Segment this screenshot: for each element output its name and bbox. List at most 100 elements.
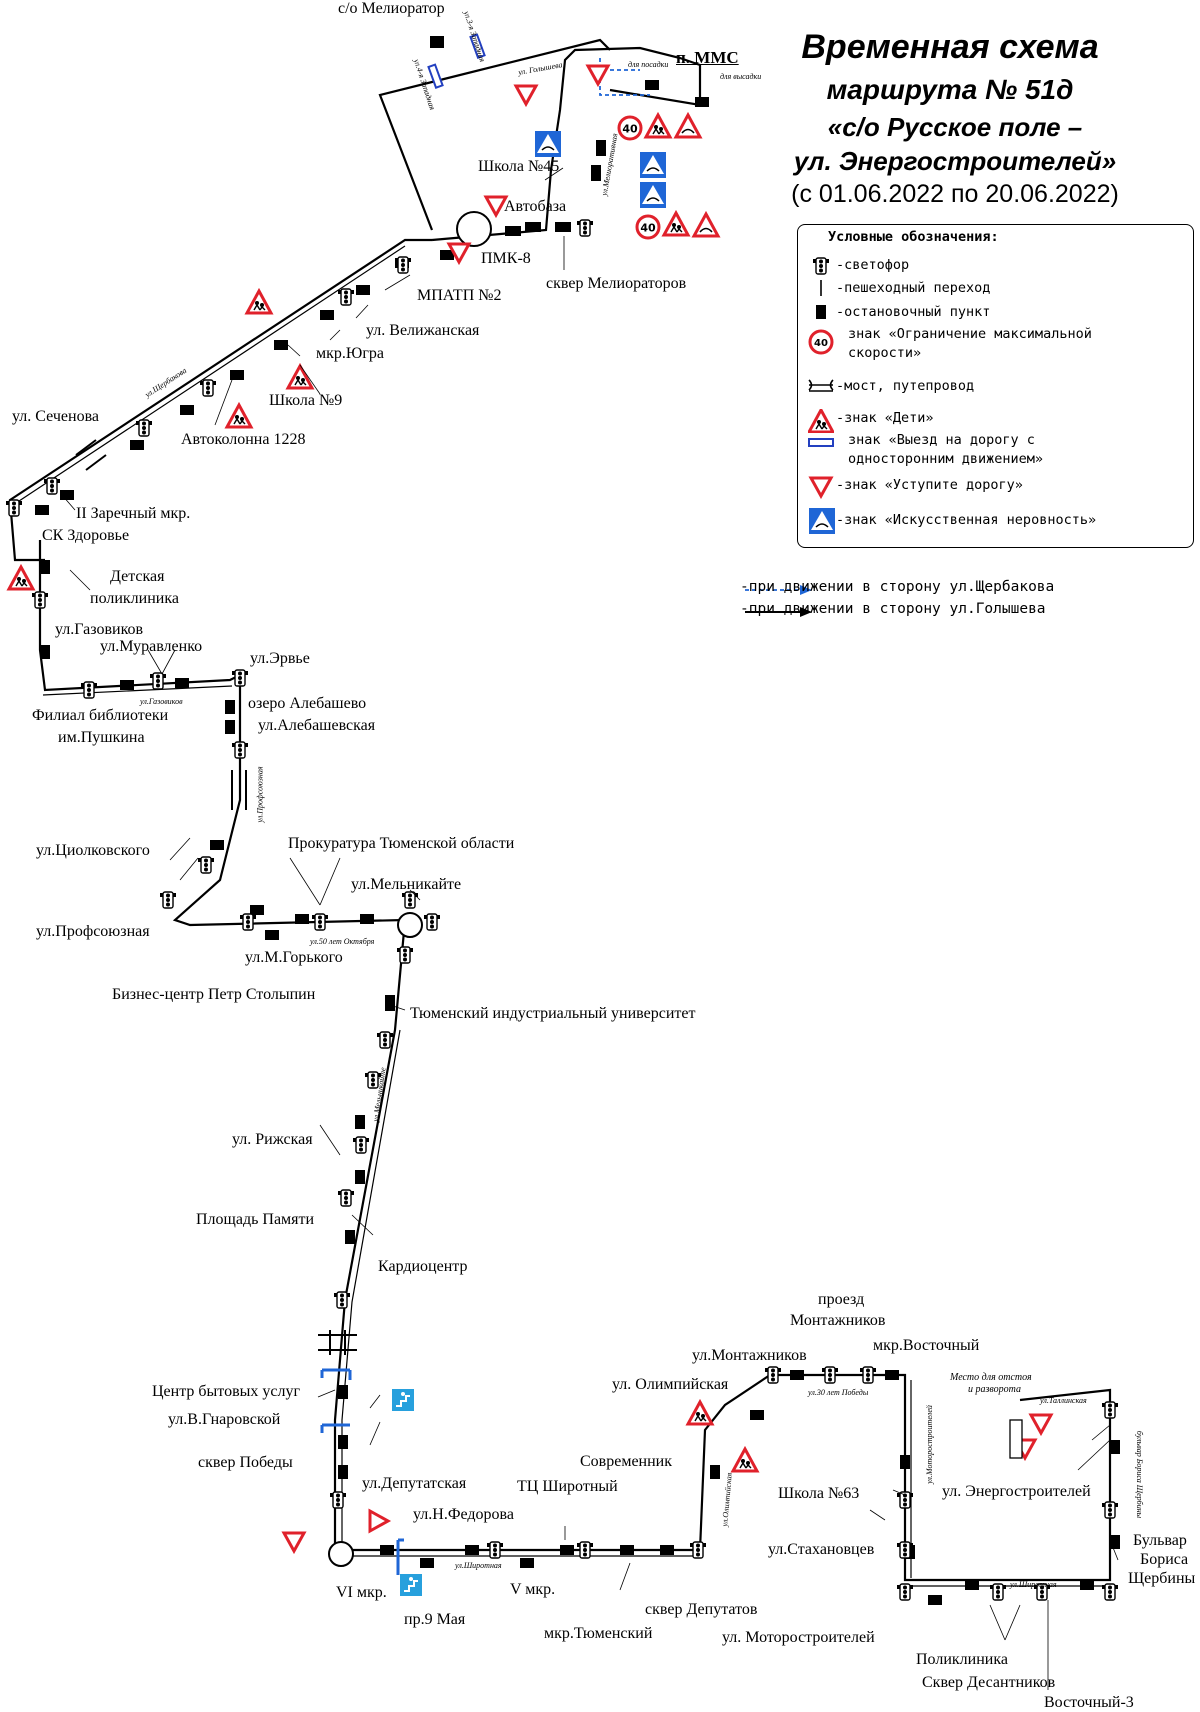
stop-label: ул.В.Гнаровской	[168, 1411, 281, 1428]
svg-text:40: 40	[814, 338, 828, 349]
street-label: Место для отстоя	[950, 1372, 1032, 1383]
stop-label: ТЦ Широтный	[517, 1478, 618, 1495]
stop-label: Современник	[580, 1453, 673, 1470]
stop-label: с/о Мелиоратор	[338, 0, 445, 17]
stop-label: VI мкр.	[336, 1584, 387, 1601]
label-leaders	[61, 167, 1119, 1690]
speed-limit-icon: 40	[808, 329, 834, 355]
bridge-icon	[75, 439, 357, 1355]
stop-label: ул. Велижанская	[366, 322, 480, 339]
stop-label: Бориса	[1140, 1551, 1189, 1568]
stop-label: ул.Мельникайте	[351, 876, 462, 893]
stop-label: ул.Эрвье	[250, 650, 310, 667]
title-line-3: «с/о Русское поле –	[827, 112, 1083, 142]
title-line-2: маршрута № 51д	[826, 74, 1074, 105]
stop-label: II Заречный мкр.	[76, 505, 191, 522]
stop-label: Школа №9	[269, 392, 343, 409]
stop-label: Школа №45	[478, 158, 560, 175]
roundabout-melnikaite	[397, 912, 423, 938]
oneway-sign-icon	[808, 438, 834, 447]
stop-label: Школа №63	[778, 1485, 860, 1502]
stop-label: пр.9 Мая	[404, 1611, 466, 1628]
stop-label: озеро Алебашево	[248, 695, 367, 712]
legend-children: -знак «Дети»	[836, 410, 934, 426]
roundabout-pmk	[456, 211, 492, 247]
stop-label: ул. Олимпийская	[612, 1376, 729, 1393]
stop-label: сквер Победы	[198, 1454, 293, 1471]
stop-icon	[816, 305, 826, 319]
roundabout-vi-mkr	[328, 1541, 354, 1567]
legend-bridge: -мост, путепровод	[836, 378, 975, 394]
street-label: ул.Моторостроителей	[924, 1405, 934, 1484]
stop-label: ул.Муравленко	[100, 638, 203, 655]
yield-sign-icon	[809, 476, 833, 498]
stop-label: проезд	[818, 1291, 865, 1308]
stop-label: п. ММС	[676, 48, 739, 67]
stop-label: МПАТП №2	[417, 287, 502, 304]
stop-label: ул.Циолковского	[36, 842, 150, 859]
stop-label: ул. Моторостроителей	[722, 1629, 875, 1646]
stop-label: ПМК-8	[481, 250, 531, 267]
street-label: ул.Широтная	[455, 1561, 502, 1570]
stop-label: Бизнес-центр Петр Столыпин	[112, 986, 316, 1003]
stop-label: ул. Сеченова	[12, 408, 100, 425]
street-label: для высадки	[720, 72, 762, 81]
stop-label: Поликлиника	[916, 1651, 1008, 1668]
stop-label: сквер Мелиораторов	[546, 275, 687, 292]
stop-label: Тюменский индустриальный университет	[410, 1005, 696, 1022]
stop-label: ул.Газовиков	[55, 621, 144, 638]
stop-label: Кардиоцентр	[378, 1258, 468, 1275]
stop-label: Центр бытовых услуг	[152, 1383, 301, 1400]
stop-label: ул.Депутатская	[362, 1475, 467, 1492]
children-sign-icon	[808, 409, 834, 433]
stop-label: поликлиника	[90, 590, 179, 607]
stop-label: мкр.Восточный	[873, 1337, 980, 1354]
stop-label: Филиал библиотеки	[32, 707, 169, 724]
stop-label: Бульвар	[1133, 1532, 1187, 1549]
legend-yield: -знак «Уступите дорогу»	[836, 477, 1023, 493]
street-label: ул.Профсоюзная	[255, 766, 265, 823]
oneway-sign-icon	[427, 33, 486, 89]
bridge-icon	[808, 379, 834, 392]
legend-title: Условные обозначения:	[828, 229, 999, 245]
stop-label: мкр.Тюменский	[544, 1625, 653, 1642]
direction-golysheva: -при движении в сторону ул.Голышева	[740, 601, 1046, 617]
stop-icon	[35, 36, 1120, 1605]
legend-crossing: -пешеходный переход	[836, 280, 991, 296]
title-period: (с 01.06.2022 по 20.06.2022)	[791, 180, 1119, 208]
stop-label: Восточный-3	[1044, 1694, 1134, 1711]
street-label: и разворота	[968, 1384, 1021, 1395]
stop-label: Автобаза	[504, 198, 567, 215]
street-label: ул.30 лет Победы	[808, 1388, 869, 1397]
stop-label: Щербины	[1128, 1570, 1196, 1587]
stop-label: ул.М.Горького	[245, 949, 343, 966]
street-label: ул.Широтная	[1010, 1580, 1057, 1589]
stop-label: Прокуратура Тюменской области	[288, 835, 515, 852]
bump-sign-icon	[808, 507, 836, 535]
title-line-4: ул. Энергостроителей»	[793, 146, 1117, 176]
stop-label: ул.Н.Федорова	[413, 1506, 514, 1523]
stop-label: им.Пушкина	[58, 729, 145, 746]
stop-label: ул.Профсоюзная	[36, 923, 150, 940]
street-label: для посадки	[628, 60, 669, 69]
underpass-icon	[320, 1368, 423, 1597]
street-label: ул.Таллинская	[1040, 1396, 1087, 1405]
stop-label: ул.Стахановцев	[768, 1541, 875, 1558]
route-line-parallel	[12, 245, 1110, 1587]
street-label: ул.50 лет Октября	[310, 937, 375, 946]
stop-label: СК Здоровье	[42, 527, 130, 544]
stop-label: сквер Депутатов	[645, 1601, 758, 1618]
legend-stop: -остановочный пункт	[836, 304, 991, 320]
street-label: бульвар Бориса Щербины	[1135, 1430, 1145, 1519]
street-label: ул.Газовиков	[140, 697, 183, 706]
stop-label: ул.Монтажников	[692, 1347, 807, 1364]
stop-label: Детская	[110, 568, 165, 585]
traffic-light-icon	[812, 257, 830, 275]
stop-label: Сквер Десантников	[922, 1674, 1056, 1691]
turnaround-area	[1009, 1419, 1023, 1459]
direction-scherbakova: -при движении в сторону ул.Щербакова	[740, 579, 1055, 595]
scherbakova-direction-path	[599, 58, 800, 591]
stop-label: Монтажников	[790, 1312, 886, 1329]
